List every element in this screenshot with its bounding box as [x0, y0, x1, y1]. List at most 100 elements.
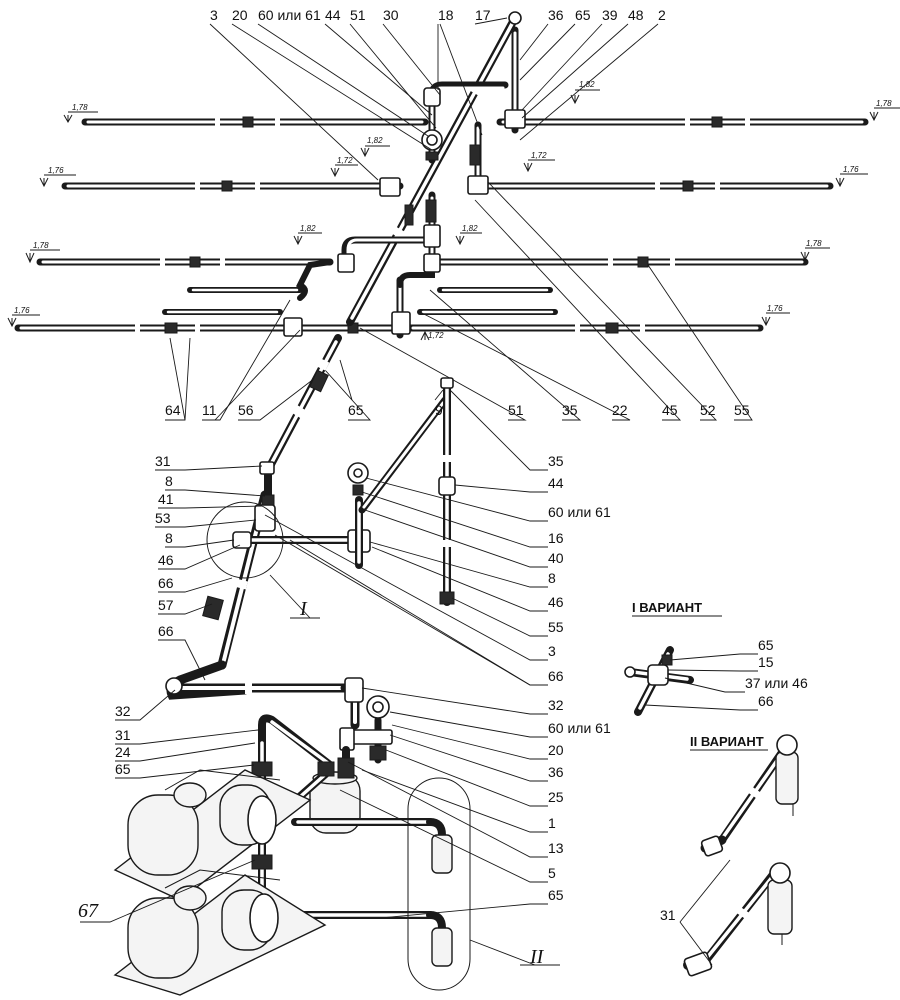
variant-one-callout-65: 65: [758, 637, 774, 653]
callout-65: 65: [348, 402, 364, 418]
elevation-label: 1,76: [14, 306, 30, 315]
callout-44: 44: [548, 475, 564, 491]
callout-18: 18: [438, 7, 454, 23]
riser-cap: [508, 11, 522, 25]
callout-3: 3: [548, 643, 556, 659]
elevation-mark: 1,82: [360, 136, 390, 158]
callout-46: 46: [158, 552, 174, 568]
pipe-breaks: [135, 117, 750, 333]
callout-22: 22: [612, 402, 628, 418]
callout-46: 46: [548, 594, 564, 610]
callout-66: 66: [548, 668, 564, 684]
callout-65: 65: [575, 7, 591, 23]
coupling-marks: [164, 116, 723, 334]
lower-left-callouts: 31 24 65 67: [78, 727, 259, 923]
variant-one: I ВАРИАНТ 65 15 37 или 46 66: [624, 600, 808, 716]
elevation-label: 1,78: [33, 241, 49, 250]
callout-48: 48: [628, 7, 644, 23]
elevation-label: 1,76: [48, 166, 64, 175]
detail-label-one: I: [299, 598, 308, 620]
callout-65: 65: [115, 761, 131, 777]
callout-25: 25: [548, 789, 564, 805]
callout-66: 66: [158, 623, 174, 639]
elevation-mark: 1,76: [835, 165, 868, 188]
callout-66: 66: [158, 575, 174, 591]
callout-8: 8: [165, 473, 173, 489]
callout-5: 5: [548, 865, 556, 881]
callout-2: 2: [658, 7, 666, 23]
elevation-label: 1,76: [843, 165, 859, 174]
elevation-mark: 1,78: [800, 239, 830, 262]
elevation-label: 1,82: [300, 224, 316, 233]
callout-53: 53: [155, 510, 171, 526]
callout-1: 1: [548, 815, 556, 831]
callout-39: 39: [602, 7, 618, 23]
manifold-fittings: [283, 87, 526, 337]
elevation-label: 1,72: [531, 151, 547, 160]
manifold-bottom-callouts: 64 11 56 65 51 35 22 45 52 55: [165, 181, 753, 421]
pump-area: II: [113, 695, 560, 996]
left-middle-callouts: 31 8 41 53 8 46 66 57 66 32: [115, 453, 266, 721]
callout-35: 35: [548, 453, 564, 469]
callout-20: 20: [232, 7, 248, 23]
callout-32: 32: [115, 703, 131, 719]
callout-44: 44: [325, 7, 341, 23]
callout-52: 52: [700, 402, 716, 418]
callout-30: 30: [383, 7, 399, 23]
callout-17: 17: [475, 7, 491, 23]
callout-60-or-61: 60 или 61: [548, 720, 611, 736]
upper-manifold: [14, 116, 869, 334]
elevation-mark: 1,78: [25, 241, 60, 264]
callout-35: 35: [562, 402, 578, 418]
elevation-label: 1,82: [579, 80, 595, 89]
elevation-mark: 1,76: [39, 166, 76, 188]
callout-9: 9: [435, 402, 443, 418]
elevation-mark: 1,72: [330, 156, 358, 178]
callout-32: 32: [548, 697, 564, 713]
motor-unit: [113, 869, 327, 996]
variant-one-title: I ВАРИАНТ: [632, 600, 702, 615]
detail-label-two: II: [529, 946, 545, 968]
callout-67: 67: [78, 900, 99, 922]
variant-two-title: II ВАРИАНТ: [690, 734, 764, 749]
variant-two: II ВАРИАНТ 31: [660, 734, 799, 977]
elevation-label: 1,76: [767, 304, 783, 313]
callout-55: 55: [734, 402, 750, 418]
callout-60-or-61: 60 или 61: [258, 7, 321, 23]
callout-8: 8: [165, 530, 173, 546]
callout-51: 51: [350, 7, 366, 23]
callout-60-or-61: 60 или 61: [548, 504, 611, 520]
callout-57: 57: [158, 597, 174, 613]
callout-20: 20: [548, 742, 564, 758]
callout-64: 64: [165, 402, 181, 418]
elevation-marks: 1,78 1,78 1,76 1,76 1,78 1,78: [7, 80, 900, 341]
elevation-label: 1,82: [367, 136, 383, 145]
callout-31: 31: [155, 453, 171, 469]
elevation-mark: 1,76: [761, 304, 790, 327]
callout-36: 36: [548, 7, 564, 23]
variant-two-callout-31: 31: [660, 907, 676, 923]
top-callouts: 3 20 60 или 61 44 51 30 18 17 36 65 39 4…: [209, 7, 666, 181]
elevation-label: 1,78: [72, 103, 88, 112]
elevation-mark: 1,72: [420, 329, 445, 341]
callout-41: 41: [158, 491, 174, 507]
motor-unit: [113, 769, 312, 901]
callout-65: 65: [548, 887, 564, 903]
callout-55: 55: [548, 619, 564, 635]
callout-56: 56: [238, 402, 254, 418]
elevation-label: 1,78: [876, 99, 892, 108]
elevation-label: 1,72: [337, 156, 353, 165]
variant-one-callout-37-or-46: 37 или 46: [745, 675, 808, 691]
callout-13: 13: [548, 840, 564, 856]
callout-31: 31: [115, 727, 131, 743]
elevation-mark: 1,72: [523, 151, 555, 173]
right-middle-callouts: 9 35 44 60 или 61 16 40 8 46 55 3 66: [264, 389, 611, 686]
elevation-label: 1,78: [806, 239, 822, 248]
variant-one-callout-15: 15: [758, 654, 774, 670]
elevation-mark: 1,78: [63, 103, 98, 124]
callout-51: 51: [508, 402, 524, 418]
elevation-label: 1,72: [428, 331, 444, 340]
callout-8: 8: [548, 570, 556, 586]
lower-right-callouts: 32 60 или 61 20 36 25 1 13 5 65: [339, 687, 611, 919]
